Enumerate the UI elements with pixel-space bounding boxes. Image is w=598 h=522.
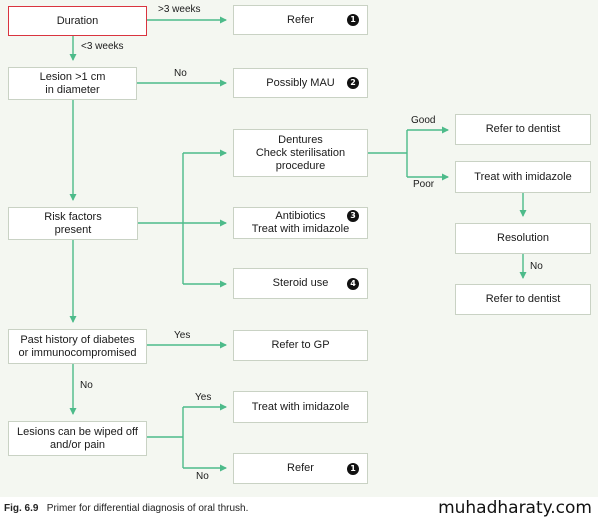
badge-2-icon: 2 bbox=[347, 77, 359, 89]
node-lesions-wiped: Lesions can be wiped off and/or pain bbox=[8, 421, 147, 456]
watermark: muhadharaty.com bbox=[438, 498, 592, 518]
node-dentures: Dentures Check sterilisation procedure bbox=[233, 129, 368, 177]
node-lesion-label: Lesion >1 cm in diameter bbox=[39, 70, 106, 96]
edge-label-no-history: No bbox=[80, 380, 93, 391]
node-refer-dentist-2: Refer to dentist bbox=[455, 284, 591, 315]
node-past-history: Past history of diabetes or immunocompro… bbox=[8, 329, 147, 364]
node-refer-2: Refer 1 bbox=[233, 453, 368, 484]
node-dentures-label: Dentures Check sterilisation procedure bbox=[255, 133, 346, 172]
edge-label-good: Good bbox=[411, 115, 436, 126]
node-refer-1-label: Refer bbox=[287, 13, 314, 26]
edge-label-yes-history: Yes bbox=[174, 330, 191, 341]
edge-label-no-resolution: No bbox=[530, 261, 543, 272]
node-refer-dentist-1-label: Refer to dentist bbox=[485, 123, 561, 135]
badge-1-icon: 1 bbox=[347, 14, 359, 26]
node-refer-gp: Refer to GP bbox=[233, 330, 368, 361]
edge-label-poor: Poor bbox=[413, 179, 435, 190]
node-possibly-mau: Possibly MAU 2 bbox=[233, 68, 368, 98]
node-duration: Duration bbox=[8, 6, 147, 36]
node-refer-dentist-2-label: Refer to dentist bbox=[485, 293, 561, 305]
node-refer-1: Refer 1 bbox=[233, 5, 368, 35]
node-duration-label: Duration bbox=[56, 14, 99, 27]
node-risk-factors-label: Risk factors present bbox=[44, 210, 102, 236]
figure-caption-text: Primer for differential diagnosis of ora… bbox=[46, 503, 249, 514]
node-resolution-label: Resolution bbox=[497, 232, 549, 244]
edge-label-no-wiped: No bbox=[196, 471, 209, 482]
badge-3-icon: 3 bbox=[347, 210, 359, 222]
edge-label-gt3weeks: >3 weeks bbox=[158, 4, 201, 15]
badge-1-icon: 1 bbox=[347, 463, 359, 475]
connector-layer bbox=[69, 16, 527, 472]
node-possibly-mau-label: Possibly MAU bbox=[266, 76, 335, 89]
edge-label-no-lesion: No bbox=[174, 68, 187, 79]
node-treat-imidazole-2: Treat with imidazole bbox=[233, 391, 368, 423]
node-treat-imidazole-1: Treat with imidazole bbox=[455, 161, 591, 193]
node-antibiotics: Antibiotics Treat with imidazole 3 bbox=[233, 207, 368, 239]
node-treat-imidazole-2-label: Treat with imidazole bbox=[251, 400, 350, 413]
node-refer-2-label: Refer bbox=[287, 462, 314, 474]
node-steroid-use: Steroid use 4 bbox=[233, 268, 368, 299]
node-resolution: Resolution bbox=[455, 223, 591, 254]
edge-label-yes-wiped: Yes bbox=[195, 392, 212, 403]
node-treat-imidazole-1-label: Treat with imidazole bbox=[474, 170, 572, 183]
node-steroid-use-label: Steroid use bbox=[272, 277, 329, 289]
figure-number: Fig. 6.9 bbox=[4, 503, 39, 514]
node-antibiotics-label: Antibiotics Treat with imidazole bbox=[251, 210, 350, 235]
caption-footer bbox=[0, 497, 598, 522]
node-refer-gp-label: Refer to GP bbox=[271, 339, 330, 351]
node-lesion: Lesion >1 cm in diameter bbox=[8, 67, 137, 100]
edge-label-lt3weeks: <3 weeks bbox=[81, 41, 124, 52]
node-past-history-label: Past history of diabetes or immunocompro… bbox=[18, 333, 137, 359]
node-lesions-wiped-label: Lesions can be wiped off and/or pain bbox=[17, 425, 138, 451]
node-risk-factors: Risk factors present bbox=[8, 207, 138, 240]
badge-4-icon: 4 bbox=[347, 278, 359, 290]
figure-caption: Fig. 6.9 Primer for differential diagnos… bbox=[4, 503, 248, 514]
node-refer-dentist-1: Refer to dentist bbox=[455, 114, 591, 145]
